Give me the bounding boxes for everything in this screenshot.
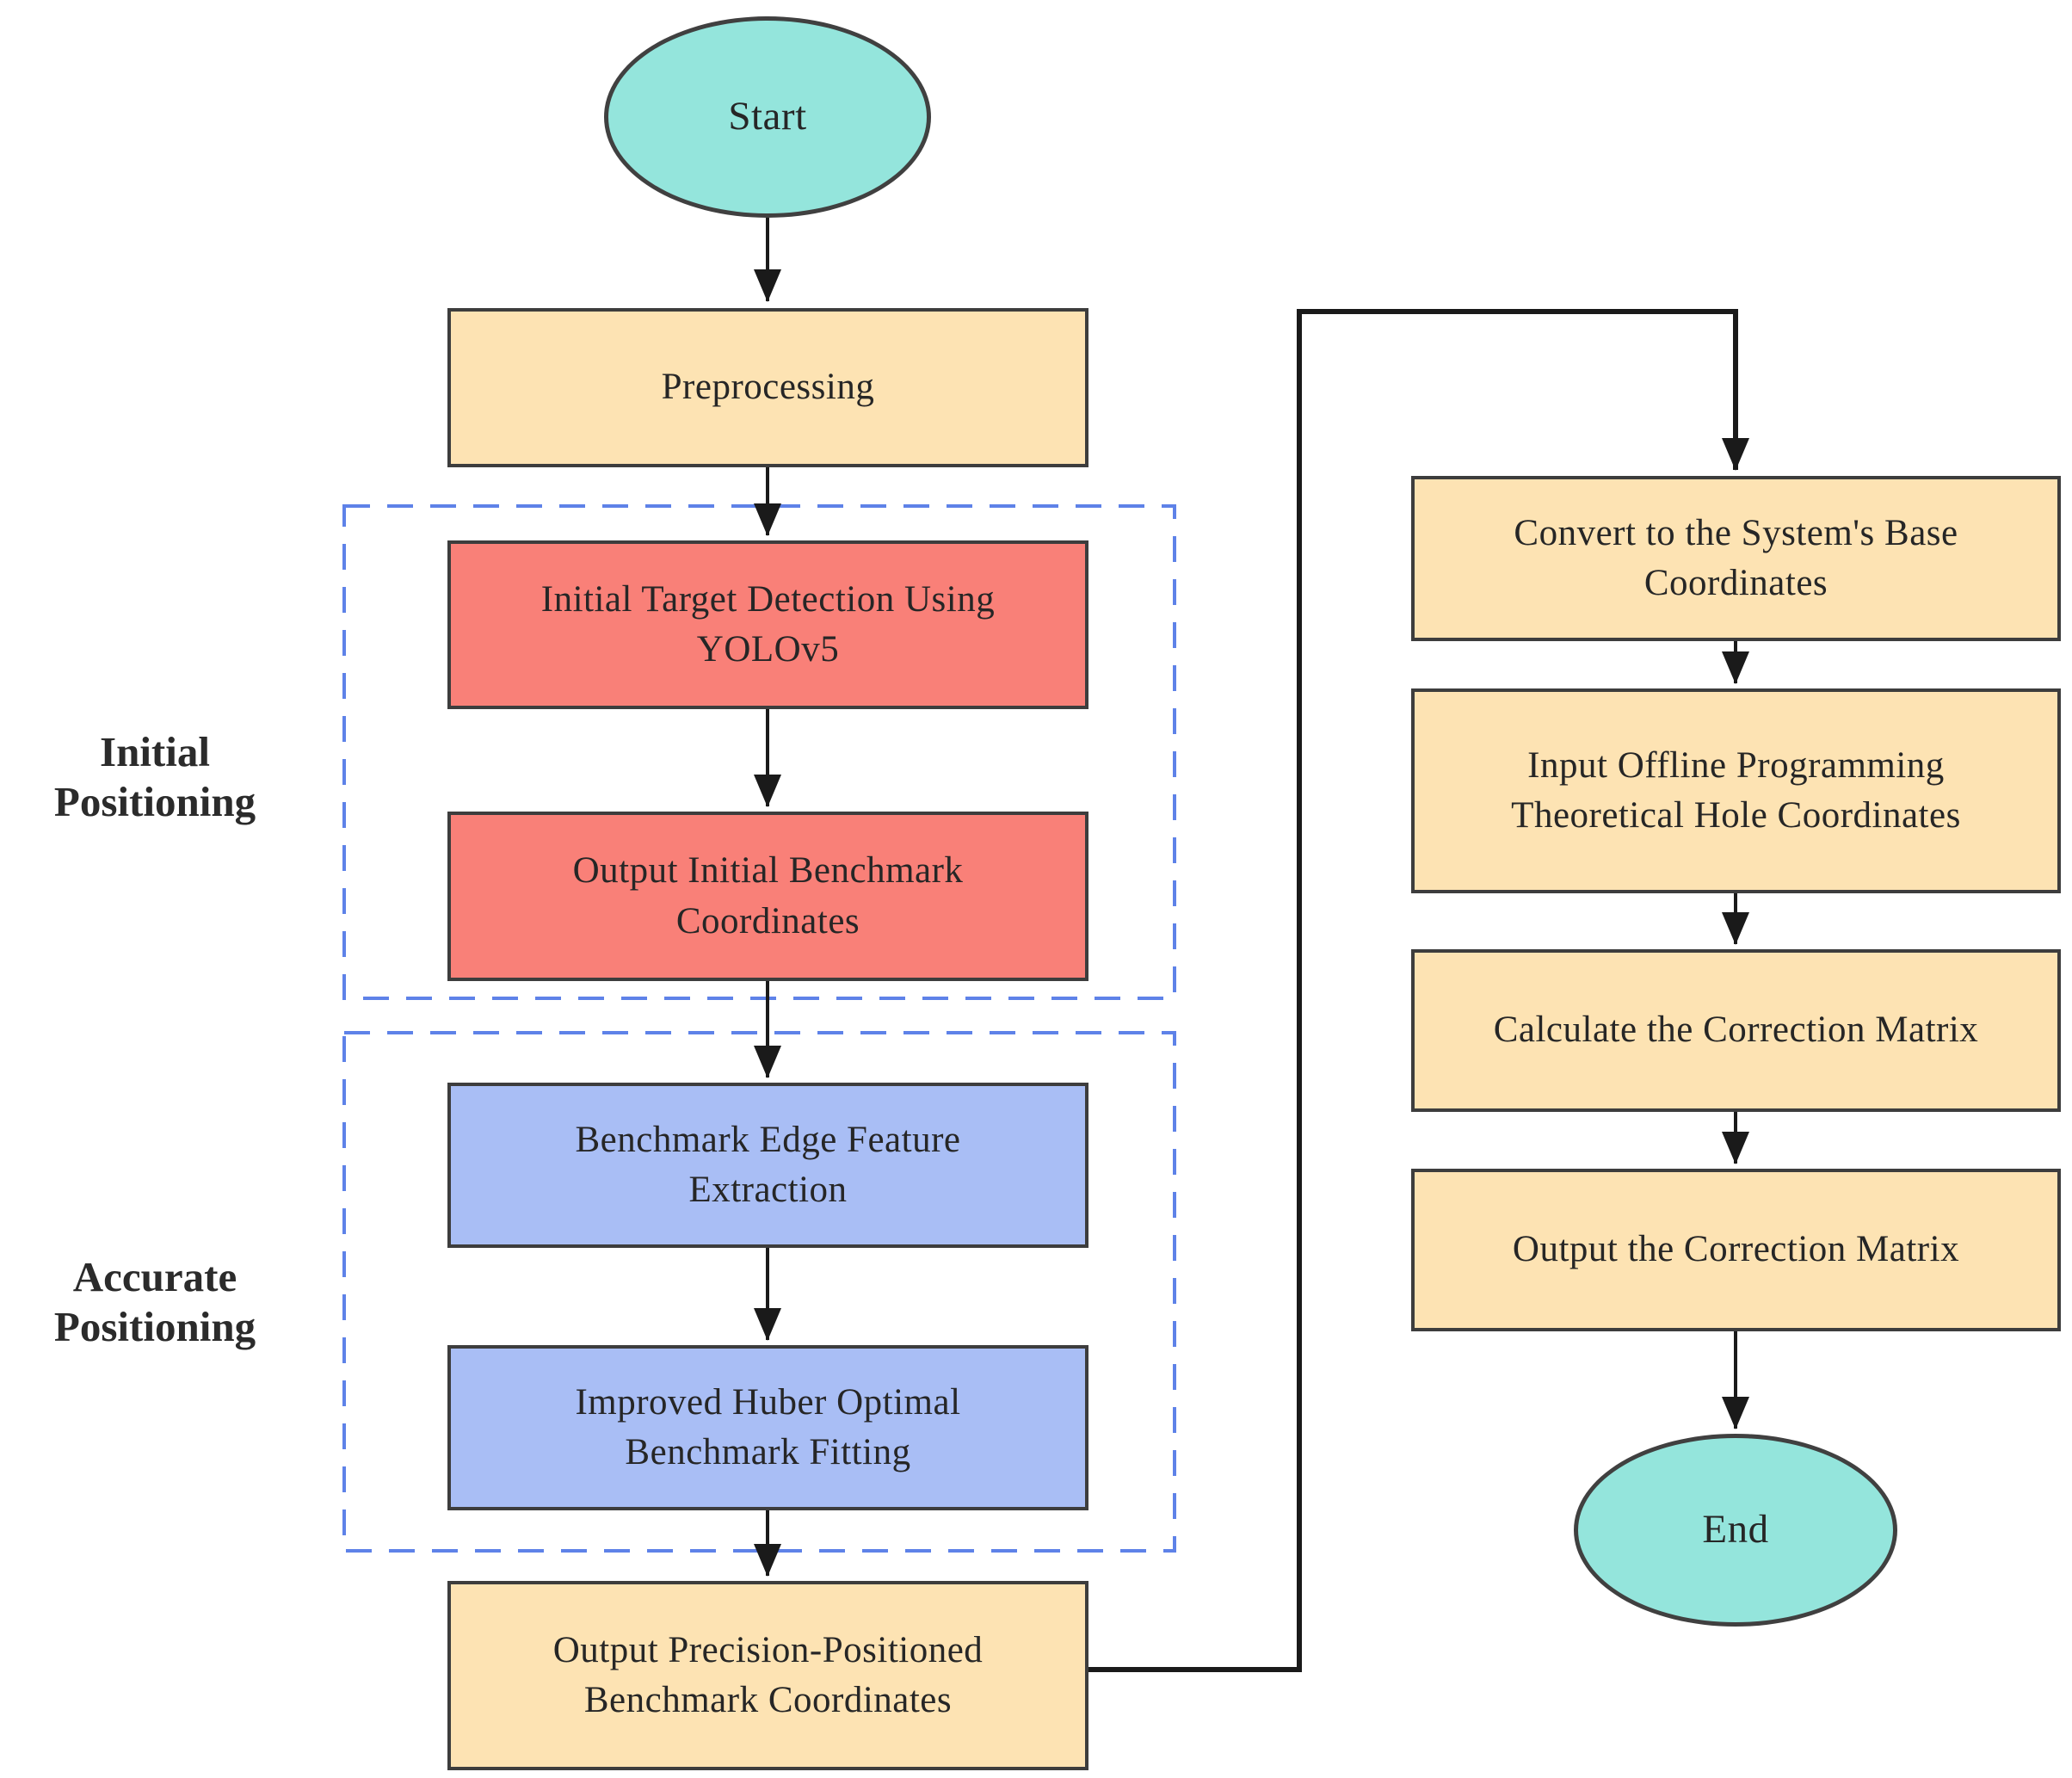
preprocessing-label: Preprocessing xyxy=(661,367,875,408)
yolo-detection-label: Initial Target Detection Using YOLOv5 xyxy=(540,578,996,670)
calculate-correction-matrix-label: Calculate the Correction Matrix xyxy=(1493,1009,1979,1051)
accurate-positioning-group-label: Accurate Positioning xyxy=(53,1253,256,1350)
precision-benchmark-coordinates-node: Output Precision-Positioned Benchmark Co… xyxy=(447,1581,1088,1770)
output-correction-matrix-label: Output the Correction Matrix xyxy=(1512,1229,1960,1270)
end-label: End xyxy=(1702,1507,1769,1553)
input-offline-programming-node: Input Offline Programming Theoretical Ho… xyxy=(1411,688,2061,893)
initial-positioning-group-label: Initial Positioning xyxy=(53,728,256,825)
edge-feature-extraction-node: Benchmark Edge Feature Extraction xyxy=(447,1083,1088,1248)
initial-benchmark-coordinates-label: Output Initial Benchmark Coordinates xyxy=(572,850,964,941)
start-label: Start xyxy=(728,94,807,139)
edge-feature-extraction-label: Benchmark Edge Feature Extraction xyxy=(575,1119,961,1210)
convert-base-coordinates-label: Convert to the System's Base Coordinates xyxy=(1514,512,1958,603)
calculate-correction-matrix-node: Calculate the Correction Matrix xyxy=(1411,949,2061,1112)
accurate-positioning-group-box xyxy=(342,1031,1176,1553)
huber-fitting-node: Improved Huber Optimal Benchmark Fitting xyxy=(447,1345,1088,1510)
initial-benchmark-coordinates-node: Output Initial Benchmark Coordinates xyxy=(447,812,1088,981)
input-offline-programming-label: Input Offline Programming Theoretical Ho… xyxy=(1511,744,1961,836)
precision-benchmark-coordinates-label: Output Precision-Positioned Benchmark Co… xyxy=(552,1629,984,1720)
connector-precision-coords-to-convert-base xyxy=(1086,309,1749,1672)
yolo-detection-node: Initial Target Detection Using YOLOv5 xyxy=(447,540,1088,709)
preprocessing-node: Preprocessing xyxy=(447,308,1088,467)
end-terminal: End xyxy=(1574,1434,1897,1627)
start-terminal: Start xyxy=(604,16,931,218)
output-correction-matrix-node: Output the Correction Matrix xyxy=(1411,1169,2061,1331)
convert-base-coordinates-node: Convert to the System's Base Coordinates xyxy=(1411,476,2061,641)
initial-positioning-group-box xyxy=(342,504,1176,1000)
huber-fitting-label: Improved Huber Optimal Benchmark Fitting xyxy=(575,1381,961,1472)
